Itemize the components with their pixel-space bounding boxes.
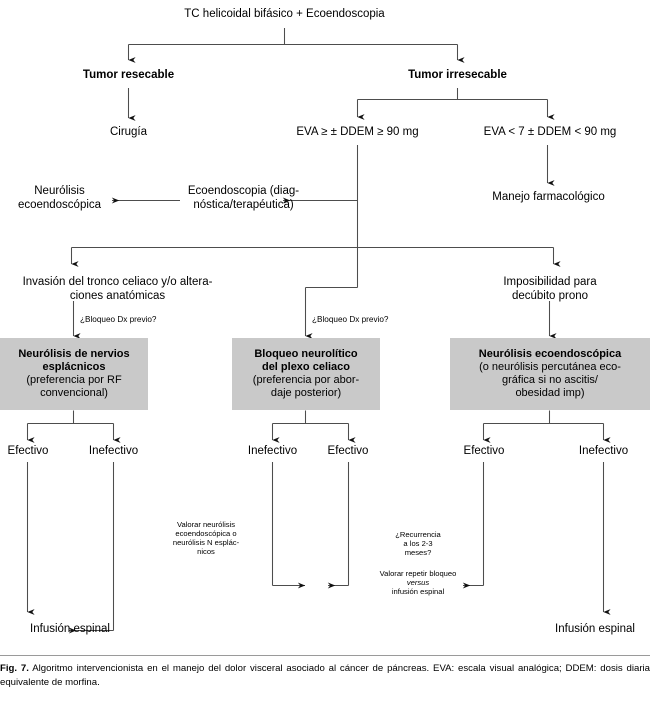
box-neurolisis-ecoendoscopica[interactable]: Neurólisis ecoendoscópica (o neurólisis … bbox=[450, 338, 650, 410]
figure-label: Fig. 7. bbox=[0, 663, 29, 674]
outcome-left-efectivo: Efectivo bbox=[7, 445, 49, 457]
node-eva-low: EVA < 7 ± DDEM < 90 mg bbox=[483, 126, 617, 138]
box-3-heading: Neurólisis ecoendoscópica bbox=[478, 347, 622, 360]
figure-caption-text: Algoritmo intervencionista en el manejo … bbox=[0, 663, 650, 688]
valorar-repetir-versus: versus bbox=[406, 577, 430, 587]
node-tumor-resecable: Tumor resecable bbox=[82, 69, 175, 81]
node-eva-high: EVA ≥ ± DDEM ≥ 90 mg bbox=[296, 126, 419, 138]
flowchart-canvas: TC helicoidal bifásico + Ecoendoscopia T… bbox=[0, 8, 650, 635]
outcome-mid-inefectivo: Inefectivo bbox=[247, 445, 298, 457]
box-neurolisis-esplacnicos[interactable]: Neurólisis de nervios esplácnicos (prefe… bbox=[0, 338, 148, 410]
figure-caption: Fig. 7. Algoritmo intervencionista en el… bbox=[0, 655, 650, 690]
outcome-right-inefectivo: Inefectivo bbox=[578, 445, 629, 457]
node-imposibilidad-decubito: Imposibilidad para decúbito prono bbox=[503, 276, 597, 302]
valorar-repetir-post: infusión espinal bbox=[391, 586, 445, 596]
node-root: TC helicoidal bifásico + Ecoendoscopia bbox=[184, 8, 385, 20]
node-ecoendoscopia: Ecoendoscopia (diag- nóstica/terapéutica… bbox=[187, 185, 300, 211]
node-manejo-farmacologico: Manejo farmacológico bbox=[492, 191, 605, 203]
annotation-recurrencia: ¿Recurrencia a los 2-3 meses? bbox=[395, 530, 441, 557]
valorar-repetir-pre: Valorar repetir bloqueo bbox=[379, 569, 457, 578]
label-bloqueo-dx-previo-mid: ¿Bloqueo Dx previo? bbox=[312, 315, 389, 324]
outcome-mid-efectivo: Efectivo bbox=[327, 445, 369, 457]
box-bloqueo-plexo-celiaco[interactable]: Bloqueo neurolítico del plexo celiaco (p… bbox=[232, 338, 380, 410]
outcome-left-inefectivo: Inefectivo bbox=[88, 445, 139, 457]
box-1-subtext: (preferencia por RF convencional) bbox=[26, 374, 122, 400]
box-2-subtext: (preferencia por abor- daje posterior) bbox=[252, 374, 360, 400]
box-2-heading: Bloqueo neurolítico del plexo celiaco bbox=[254, 347, 358, 373]
box-1-heading: Neurólisis de nervios esplácnicos bbox=[18, 347, 130, 373]
annotation-valorar-neurolisis: Valorar neurólisis ecoendoscópica o neur… bbox=[172, 520, 240, 556]
box-3-subtext: (o neurólisis percutánea eco- gráfica si… bbox=[479, 360, 621, 400]
terminal-infusion-espinal-right: Infusión espinal bbox=[555, 623, 635, 635]
node-tumor-irresecable: Tumor irresecable bbox=[408, 69, 507, 81]
node-invasion-tronco-celiaco: Invasión del tronco celiaco y/o altera- … bbox=[22, 276, 213, 302]
terminal-infusion-espinal-left: Infusión espinal bbox=[30, 623, 110, 635]
node-neurolisis-ecoendoscopica: Neurólisis ecoendoscópica bbox=[17, 185, 102, 211]
annotation-valorar-repetir: Valorar repetir bloqueo versus infusión … bbox=[371, 569, 465, 597]
flowchart-connectors bbox=[26, 28, 611, 634]
node-cirugia: Cirugía bbox=[109, 126, 148, 138]
outcome-right-efectivo: Efectivo bbox=[463, 445, 505, 457]
label-bloqueo-dx-previo-left: ¿Bloqueo Dx previo? bbox=[80, 315, 157, 324]
